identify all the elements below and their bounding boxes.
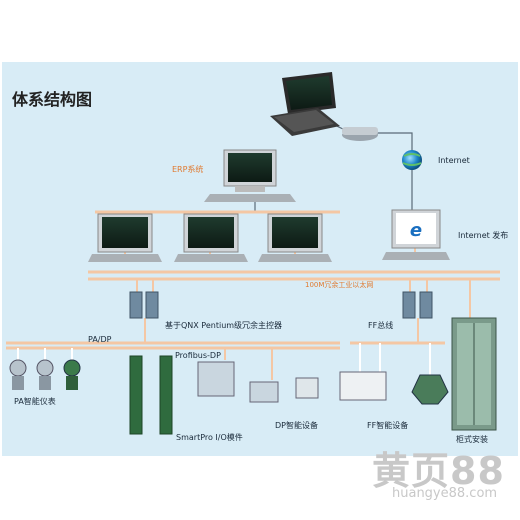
smartpro-label: SmartPro I/O模件 — [176, 432, 243, 442]
watermark-url: huangye88.com — [392, 486, 498, 501]
pa-instrument-2-icon — [36, 359, 54, 390]
io-module-icon — [129, 355, 173, 435]
cabinet-icon — [451, 317, 497, 431]
dp-devices-label: DP智能设备 — [275, 420, 318, 430]
internet-publish-label: Internet 发布 — [458, 230, 508, 240]
controller-icon — [129, 291, 159, 319]
controller-label: 基于QNX Pentium级冗余主控器 — [165, 320, 282, 330]
cabinet-label: 柜式安装 — [456, 434, 488, 444]
laptop-icon — [270, 72, 340, 136]
ff-controller-icon — [402, 291, 433, 319]
pa-instruments-label: PA智能仪表 — [14, 396, 56, 406]
dp-device-icon — [197, 361, 319, 403]
workstation-1-icon — [88, 213, 162, 262]
svg-text:e: e — [410, 220, 422, 241]
ethernet-label: 100M冗余工业以太网 — [305, 280, 373, 289]
web-server-icon: e — [382, 209, 450, 260]
router-internet-link — [375, 132, 413, 150]
profibus-label: Profibus-DP — [175, 351, 221, 360]
workstation-2-icon — [174, 213, 248, 262]
pa-instrument-1-icon — [9, 359, 27, 390]
diagram-title: 体系结构图 — [12, 90, 93, 109]
erp-label: ERP系统 — [172, 164, 203, 174]
pa-dp-label: PA/DP — [88, 335, 112, 344]
ff-bus-label: FF总线 — [368, 320, 393, 330]
internet-label: Internet — [438, 156, 470, 165]
pa-instrument-3-icon — [63, 359, 81, 390]
ff-device-icon — [339, 371, 449, 405]
ff-devices-label: FF智能设备 — [367, 420, 408, 430]
erp-workstation-icon — [204, 149, 296, 202]
internet-globe-icon — [402, 150, 422, 170]
watermark-logo: 黄页88 — [372, 449, 505, 493]
workstation-3-icon — [258, 213, 332, 262]
router-icon — [342, 127, 378, 141]
